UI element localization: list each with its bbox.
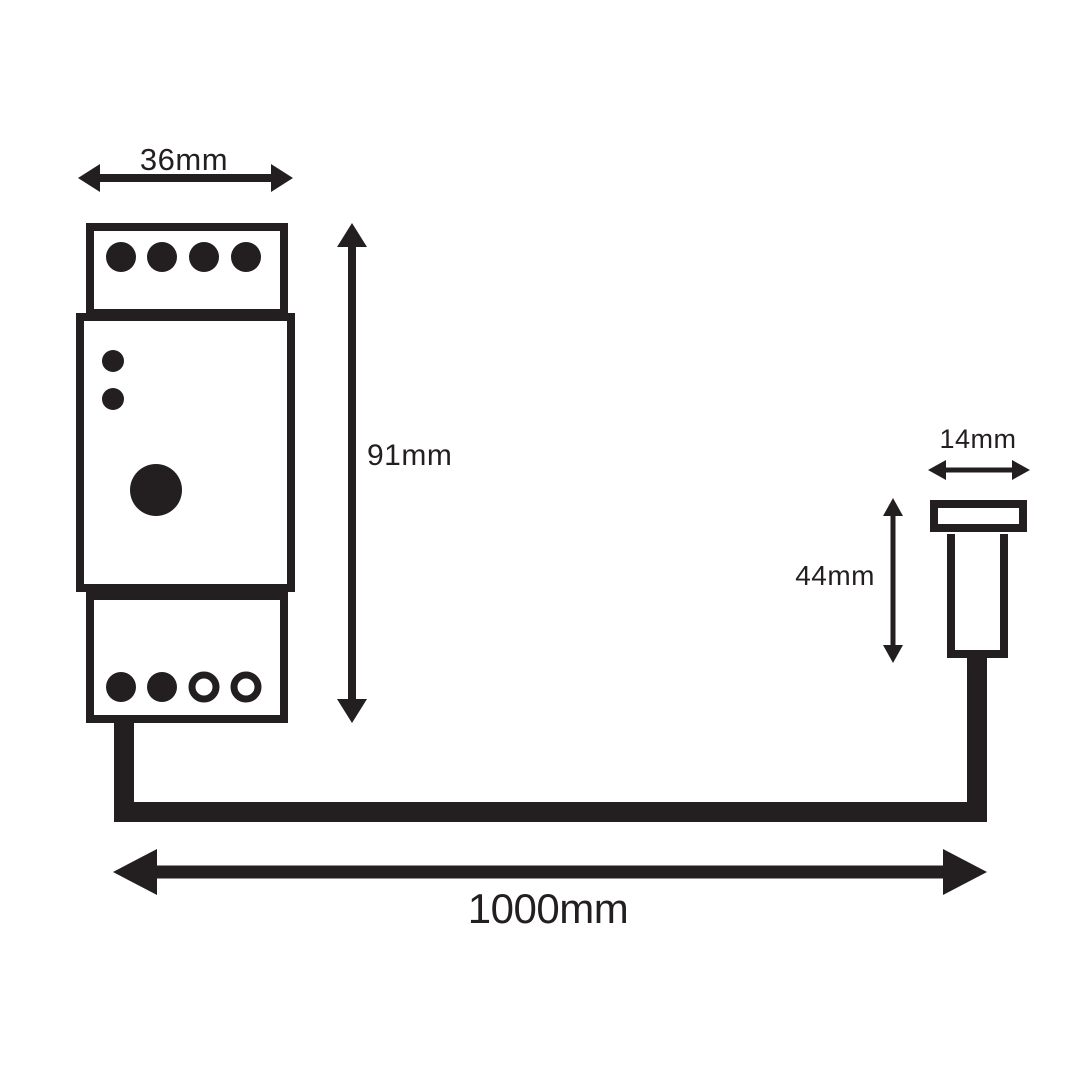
terminal-screw-icon	[189, 242, 219, 272]
terminal-screw-icon	[147, 672, 177, 702]
dimension-module-width: 36mm	[78, 142, 293, 192]
connecting-cable	[114, 656, 987, 822]
dimension-probe-height: 44mm	[795, 498, 903, 663]
arrowhead-right	[943, 849, 987, 895]
terminal-screw-icon	[106, 672, 136, 702]
dimension-cable-length: 1000mm	[113, 849, 987, 932]
sensor-probe	[930, 500, 1027, 658]
arrowhead-down	[337, 699, 367, 723]
led-indicator-icon	[102, 388, 124, 410]
dimension-label-probe-width: 14mm	[939, 424, 1016, 454]
terminal-screw-icon	[106, 242, 136, 272]
arrowhead-left	[928, 460, 946, 480]
dimension-probe-width: 14mm	[928, 424, 1030, 480]
terminal-screw-icon	[147, 242, 177, 272]
din-rail-module	[76, 223, 295, 723]
dimension-label-module-height: 91mm	[367, 439, 452, 472]
arrowhead-left	[113, 849, 157, 895]
probe-stem	[947, 534, 1008, 658]
arrowhead-down	[883, 645, 903, 663]
dimension-label-module-width: 36mm	[140, 142, 228, 177]
dimension-label-probe-height: 44mm	[795, 560, 875, 591]
arrowhead-right	[271, 164, 293, 192]
probe-cap	[930, 500, 1027, 532]
arrowhead-up	[883, 498, 903, 516]
dimension-module-height: 91mm	[337, 223, 452, 723]
arrowhead-right	[1012, 460, 1030, 480]
dimension-label-cable-length: 1000mm	[468, 885, 628, 932]
led-indicator-icon	[102, 350, 124, 372]
terminal-hole-icon	[188, 671, 220, 703]
arrowhead-up	[337, 223, 367, 247]
arrowhead-left	[78, 164, 100, 192]
front-button-icon	[130, 464, 182, 516]
terminal-screw-icon	[231, 242, 261, 272]
terminal-hole-icon	[230, 671, 262, 703]
